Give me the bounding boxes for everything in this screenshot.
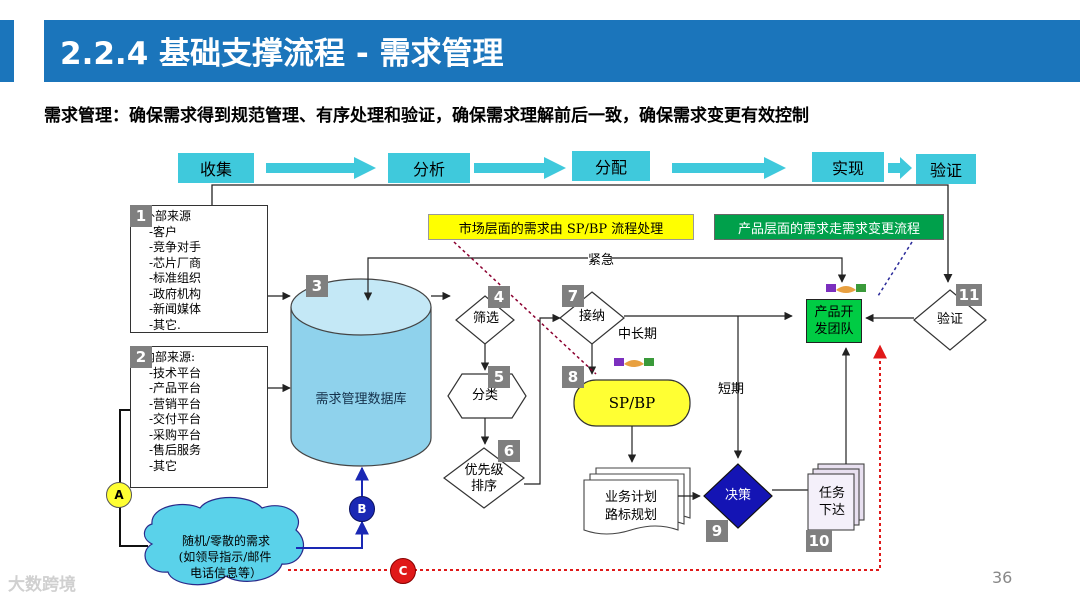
product-team-node: 产品开 发团队 xyxy=(806,299,862,343)
step-badge-6: 6 xyxy=(498,440,520,462)
accept-label: 接纳 xyxy=(578,309,605,324)
page-number: 36 xyxy=(992,568,1013,587)
database-label: 需求管理数据库 xyxy=(315,392,407,407)
task-label-line2: 下达 xyxy=(818,503,845,518)
path-c-marker: C xyxy=(390,558,416,584)
team-label-line1: 产品开 xyxy=(814,305,854,320)
step-badge-5: 5 xyxy=(488,366,510,388)
top-loop-line xyxy=(211,184,953,283)
title-bar: 2.2.4 基础支撑流程 - 需求管理 xyxy=(44,20,1080,82)
external-source-item: -标准组织 xyxy=(149,271,202,285)
decision-label: 决策 xyxy=(724,488,751,503)
product-level-note: 产品层面的需求走需求变更流程 xyxy=(714,214,944,240)
priority-to-accept-line xyxy=(524,313,561,485)
product-note-connector xyxy=(877,241,913,297)
step-badge-4: 4 xyxy=(488,286,510,308)
external-source-item: -客户 xyxy=(149,224,178,239)
internal-source-item: -采购平台 xyxy=(149,427,202,442)
urgent-label: 紧急 xyxy=(588,253,615,268)
step-badge-10: 10 xyxy=(806,530,832,552)
stage-arrows xyxy=(266,157,912,179)
stage-verify: 验证 xyxy=(916,154,976,184)
internal-source-item: -产品平台 xyxy=(149,381,202,395)
internal-source-item: -其它 xyxy=(149,458,178,473)
priority-label-line1: 优先级 xyxy=(464,463,504,478)
midlong-label: 中长期 xyxy=(618,327,658,342)
database-cylinder xyxy=(290,278,432,467)
task-label-line1: 任务 xyxy=(818,486,845,501)
internal-source-item: -营销平台 xyxy=(149,396,202,411)
verify-label: 验证 xyxy=(936,312,963,327)
stage-allocate: 分配 xyxy=(572,151,650,181)
priority-label-line2: 排序 xyxy=(470,479,497,494)
step-badge-11: 11 xyxy=(956,284,982,306)
step-badge-9: 9 xyxy=(706,520,728,542)
random-demand-cloud xyxy=(143,497,305,586)
step-badge-2: 2 xyxy=(130,346,152,368)
spbp-label: SP/BP xyxy=(608,394,656,412)
random-label-line2: (如领导指示/邮件 xyxy=(178,550,272,564)
external-source-item: -政府机构 xyxy=(149,286,202,301)
random-label-line1: 随机/零散的需求 xyxy=(181,534,271,548)
external-source-item: -竞争对手 xyxy=(149,240,202,254)
market-note-connector xyxy=(453,241,597,375)
path-a-marker: A xyxy=(106,482,132,508)
handshake-icon-spbp xyxy=(614,358,654,367)
team-label-line2: 发团队 xyxy=(814,322,854,337)
step-badge-7: 7 xyxy=(562,285,584,307)
external-sources-title: 外部来源 xyxy=(143,209,192,223)
external-sources-box: 外部来源 -客户 -竞争对手 -芯片厂商 -标准组织 -政府机构 -新闻媒体 -… xyxy=(130,205,268,333)
step-badge-3: 3 xyxy=(306,275,328,297)
filter-label: 筛选 xyxy=(472,311,499,326)
step-badge-8: 8 xyxy=(562,366,584,388)
internal-sources-title: 内部来源: xyxy=(143,350,196,364)
priority-diamond xyxy=(443,447,525,509)
handshake-icon xyxy=(826,284,866,293)
page-subtitle: 需求管理：确保需求得到规范管理、有序处理和验证，确保需求理解前后一致，确保需求变… xyxy=(44,106,809,126)
internal-source-item: -售后服务 xyxy=(149,443,202,457)
urgent-line-db xyxy=(363,257,588,301)
internal-sources-box: 内部来源: -技术平台 -产品平台 -营销平台 -交付平台 -采购平台 -售后服… xyxy=(130,346,268,488)
plan-documents xyxy=(583,467,691,535)
path-b-line xyxy=(296,520,369,549)
random-label-line3: 电话信息等） xyxy=(189,566,262,580)
stage-implement: 实现 xyxy=(812,152,884,182)
external-source-item: -其它. xyxy=(149,317,181,332)
external-source-item: -芯片厂商 xyxy=(149,255,202,270)
internal-source-item: -交付平台 xyxy=(149,412,202,426)
stage-collect: 收集 xyxy=(178,153,254,183)
plan-label-line2: 路标规划 xyxy=(604,508,657,523)
brand-logo: 大数跨境 xyxy=(8,575,76,595)
internal-source-item: -技术平台 xyxy=(149,365,202,380)
market-level-note: 市场层面的需求由 SP/BP 流程处理 xyxy=(428,214,694,240)
classify-label: 分类 xyxy=(471,388,498,403)
step-badge-1: 1 xyxy=(130,205,152,227)
plan-label-line1: 业务计划 xyxy=(604,490,657,505)
decision-diamond xyxy=(703,463,773,529)
task-documents xyxy=(807,463,865,531)
page-title: 2.2.4 基础支撑流程 - 需求管理 xyxy=(60,36,504,72)
short-term-label: 短期 xyxy=(718,382,745,397)
external-source-item: -新闻媒体 xyxy=(149,302,202,316)
urgent-line-team xyxy=(612,257,847,283)
path-b-marker: B xyxy=(349,496,375,522)
stage-analyze: 分析 xyxy=(388,153,470,183)
title-accent-bar xyxy=(0,20,14,82)
